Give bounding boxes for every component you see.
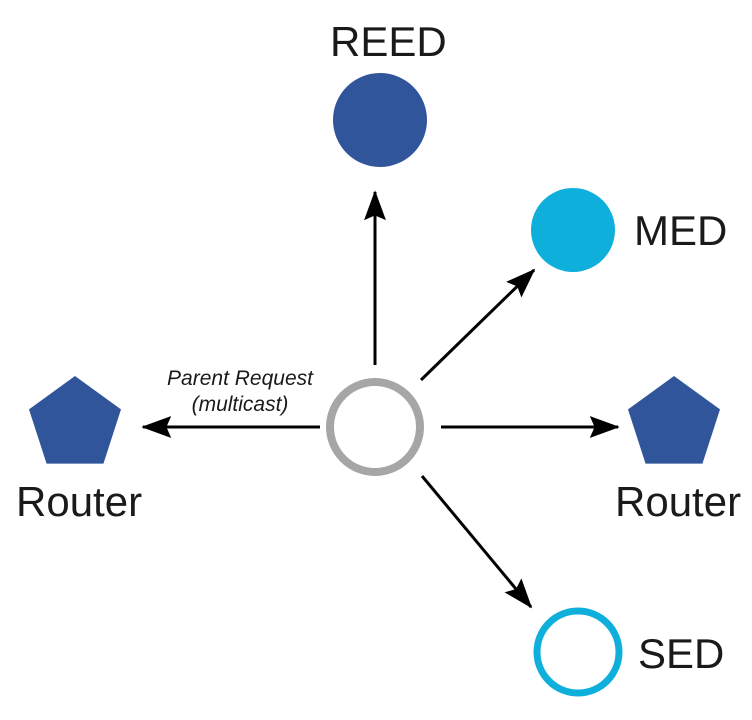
med-node-icon <box>531 188 615 272</box>
edge-label-line-1: Parent Request <box>167 367 313 390</box>
node-label-router-left: Router <box>16 478 143 525</box>
reed-node-icon <box>333 73 427 167</box>
edge-center-to-sed <box>420 475 533 609</box>
edge-label-parent-request: Parent Request (multicast) <box>155 366 325 417</box>
sed-node-icon <box>533 607 623 697</box>
edge-group <box>141 190 620 609</box>
edge-label-line-2: (multicast) <box>191 392 289 416</box>
router-node-icon <box>627 376 720 464</box>
edge-center-to-med <box>419 268 536 382</box>
node-label-router-right: Router <box>615 478 742 525</box>
joining-device-node-icon <box>326 378 424 476</box>
node-label-sed: SED <box>638 630 725 677</box>
node-label-med: MED <box>634 207 728 254</box>
node-group <box>28 73 720 697</box>
router-node-icon <box>28 376 122 464</box>
node-label-reed: REED <box>330 18 447 65</box>
